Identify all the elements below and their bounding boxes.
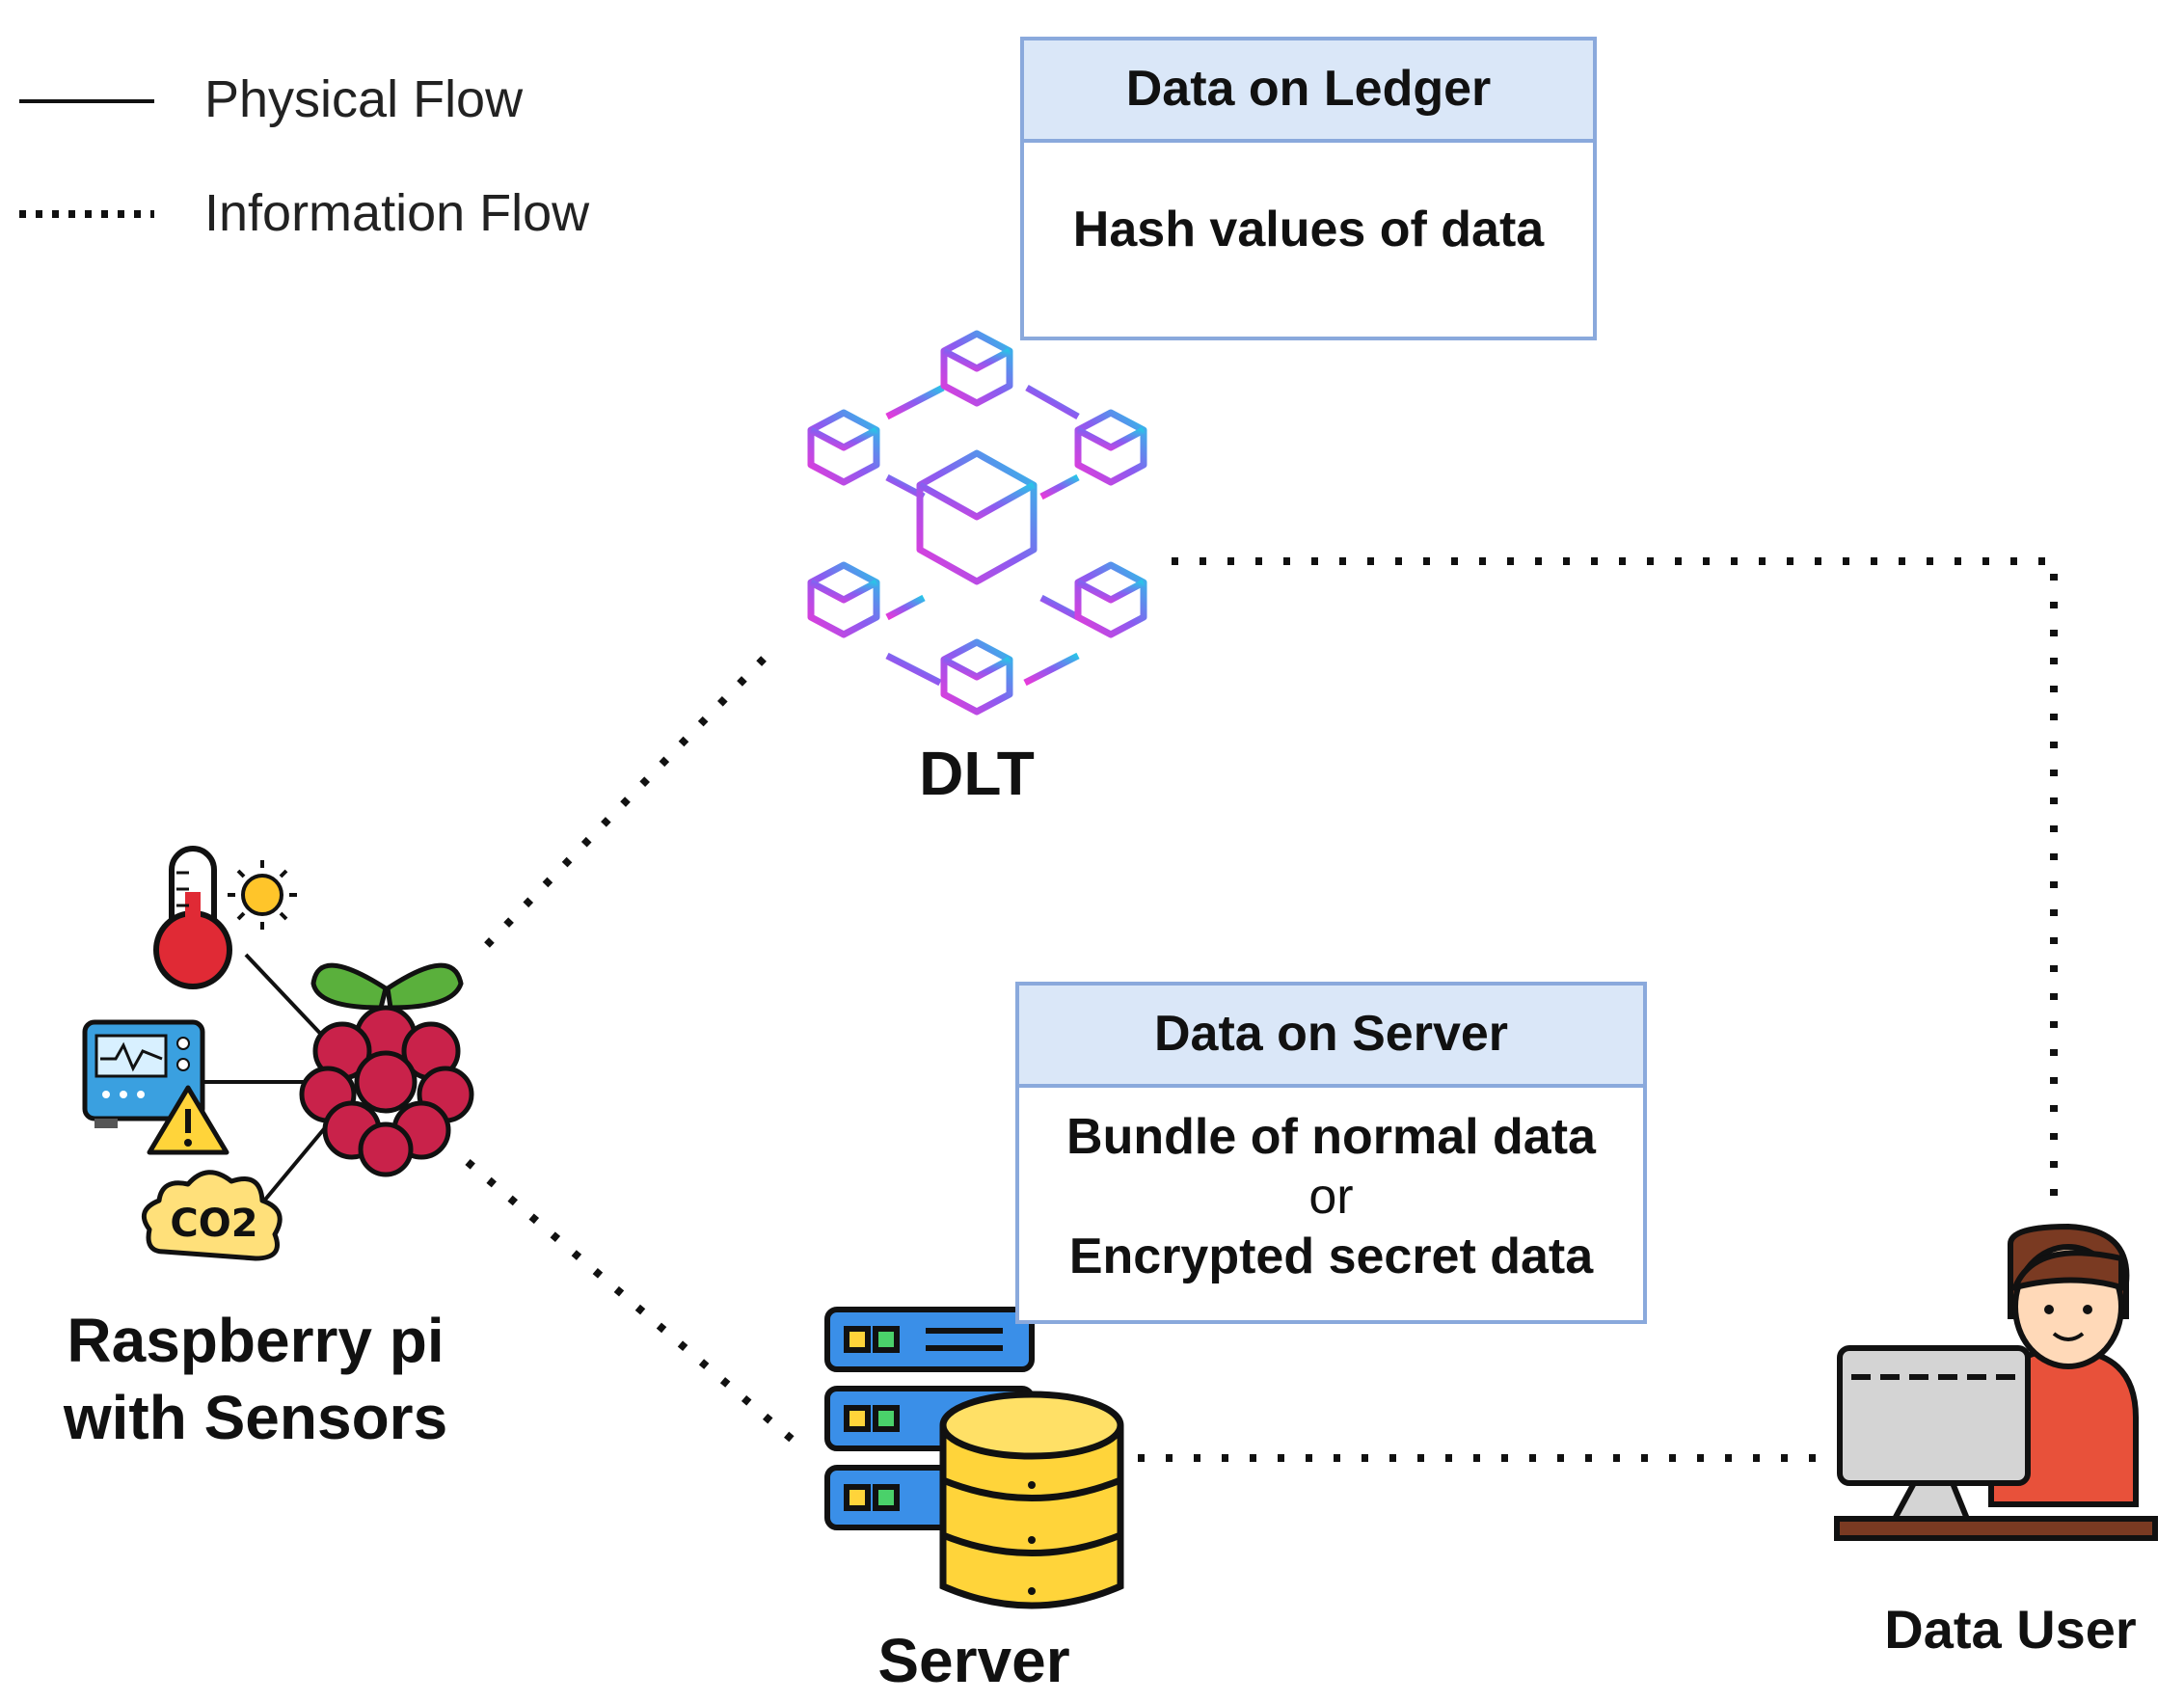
raspberry-pi-icon [299,962,474,1177]
server-label: Server [877,1626,1070,1695]
ledger-box-body: Hash values of data [1072,202,1545,257]
sun-icon [228,860,297,930]
server-box-line3: Encrypted secret data [1068,1229,1594,1284]
server-box-line1: Bundle of normal data [1066,1109,1596,1165]
co2-cloud-icon: CO2 [141,1170,283,1261]
dlt-label: DLT [919,739,1035,808]
legend-information-flow-label: Information Flow [204,184,590,242]
information-flow-lines [465,557,2058,1462]
server-box: Data on Server Bundle of normal data or … [1015,982,1647,1324]
server-box-title: Data on Server [1019,986,1643,1088]
ledger-box: Data on Ledger Hash values of data [1020,37,1597,340]
raspberry-pi-label-line2: with Sensors [63,1383,448,1452]
co2-label: CO2 [170,1202,257,1246]
raspberry-pi-label: Raspberry pi with Sensors [29,1302,482,1456]
blockchain-network-icon [807,330,1147,716]
monitor-sensor-icon [82,1019,205,1128]
thermometer-icon [153,846,232,989]
raspberry-pi-label-line1: Raspberry pi [67,1306,445,1375]
data-user-label: Data User [1884,1599,2137,1660]
ledger-box-title: Data on Ledger [1024,41,1593,143]
user-at-computer-icon [1834,1223,2158,1541]
warning-icon [147,1085,229,1155]
legend-physical-flow-label: Physical Flow [204,70,524,128]
physical-flow-lines [198,953,335,1207]
database-icon [939,1391,1124,1609]
server-box-line2: or [1308,1169,1354,1225]
